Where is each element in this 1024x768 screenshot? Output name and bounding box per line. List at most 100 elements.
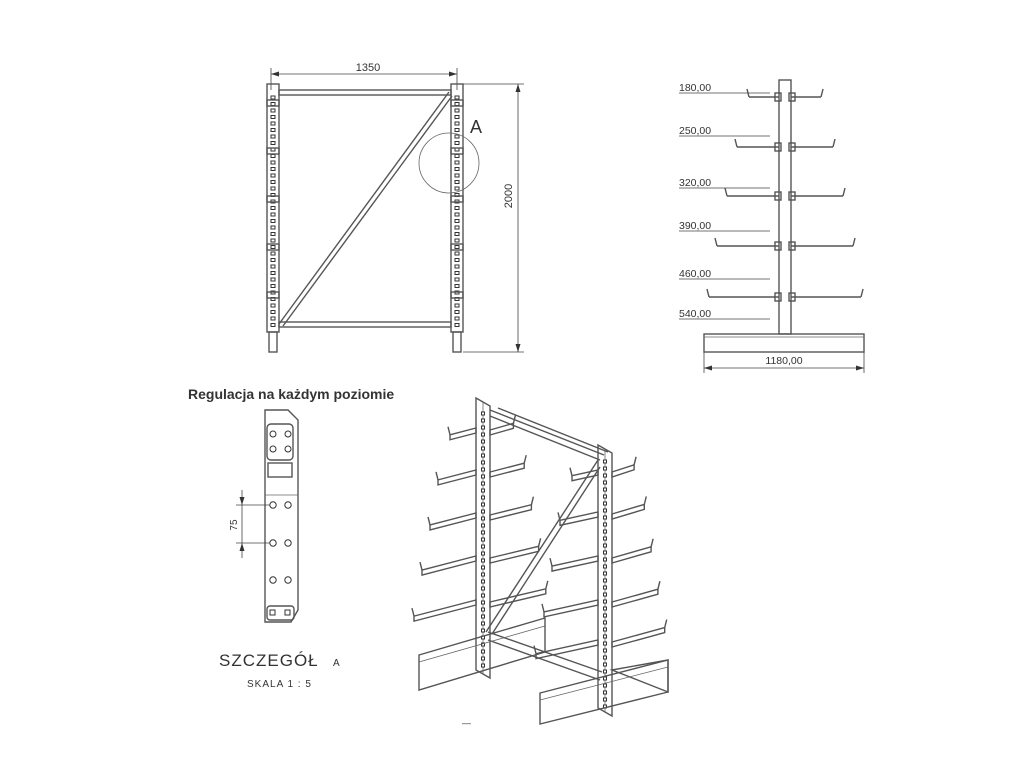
iso-column-hole xyxy=(481,418,485,423)
column-hole xyxy=(270,245,276,249)
iso-column-hole xyxy=(481,614,485,619)
iso-arm-tip xyxy=(419,561,423,571)
iso-arm-left xyxy=(429,512,477,531)
side-arm-left-tip xyxy=(706,288,710,298)
iso-arm-tip xyxy=(633,456,637,465)
iso-arm-tip xyxy=(435,471,439,481)
iso-column-hole xyxy=(481,446,485,451)
iso-column-hole xyxy=(481,432,485,437)
iso-column-hole xyxy=(603,557,607,562)
iso-arm-tip xyxy=(549,557,553,567)
column-hole xyxy=(270,115,276,119)
detail-hole xyxy=(284,501,292,509)
iso-column-hole xyxy=(481,565,485,570)
iso-column-hole xyxy=(481,453,485,458)
column-hole xyxy=(454,167,460,171)
column-hole xyxy=(454,115,460,119)
column-hole xyxy=(270,121,276,126)
iso-column-hole xyxy=(603,494,607,499)
column-hole xyxy=(454,154,460,158)
iso-column-hole xyxy=(481,439,485,444)
iso-arm-left xyxy=(571,469,599,482)
column-hole xyxy=(454,323,460,327)
iso-arm-right xyxy=(611,588,659,608)
detail-title: SZCZEGÓŁ xyxy=(219,651,319,670)
iso-column-hole xyxy=(603,564,607,569)
iso-column-hole xyxy=(481,621,485,626)
detail-hole xyxy=(269,539,277,547)
column-hole xyxy=(270,186,276,191)
iso-arm-tip xyxy=(523,454,527,464)
side-bracket xyxy=(774,191,782,201)
iso-column-hole xyxy=(603,536,607,541)
iso-arm-right xyxy=(611,545,652,564)
iso-arm-right xyxy=(489,503,533,521)
iso-column-hole xyxy=(481,495,485,500)
iso-arm-tip xyxy=(427,516,431,526)
column-hole xyxy=(454,219,460,223)
iso-column-hole xyxy=(481,537,485,542)
iso-column-hole xyxy=(603,585,607,590)
column-hole xyxy=(270,160,276,165)
side-arm-left-tip xyxy=(724,187,728,197)
arm-length-320: 320,00 xyxy=(679,177,711,189)
iso-arm-right xyxy=(611,626,666,648)
column-hole xyxy=(454,128,460,132)
side-bracket xyxy=(788,142,796,152)
iso-column-hole xyxy=(481,628,485,633)
arm-bracket xyxy=(266,99,280,107)
arm-bracket xyxy=(266,195,280,203)
arm-length-250: 250,00 xyxy=(679,125,711,137)
column-hole xyxy=(454,95,460,100)
iso-arm-tip xyxy=(411,607,415,617)
column-hole xyxy=(270,141,276,145)
iso-column-hole xyxy=(603,473,607,478)
column-hole xyxy=(270,251,276,256)
iso-arm-tip xyxy=(650,538,654,547)
iso-column-hole xyxy=(481,663,485,668)
iso-column-hole xyxy=(603,641,607,646)
hole-pitch-dimension: 75 xyxy=(229,519,240,531)
side-arm-left-tip xyxy=(714,237,718,247)
iso-column-hole xyxy=(481,523,485,528)
column-hole xyxy=(454,134,460,139)
iso-column-hole xyxy=(603,522,607,527)
column-hole xyxy=(454,284,460,288)
iso-arm-left xyxy=(551,555,599,572)
iso-arm-right xyxy=(489,422,515,436)
iso-column-hole xyxy=(481,411,485,416)
column-hole xyxy=(454,121,460,126)
side-bracket xyxy=(788,191,796,201)
column-hole xyxy=(270,128,276,132)
iso-column-hole xyxy=(603,655,607,660)
iso-arm-tip xyxy=(569,467,573,476)
iso-column-hole xyxy=(603,501,607,506)
iso-column-hole xyxy=(603,578,607,583)
column-hole xyxy=(270,206,276,210)
iso-arm-left xyxy=(449,427,477,441)
column-hole xyxy=(270,238,276,243)
isometric-view: — xyxy=(411,396,669,728)
column-hole xyxy=(270,277,276,282)
side-bracket xyxy=(774,142,782,152)
iso-column-hole xyxy=(481,502,485,507)
arm-bracket xyxy=(266,291,280,299)
column-hole xyxy=(270,173,276,178)
front-view: 1350 A 2000 xyxy=(266,62,524,353)
column-hole xyxy=(454,108,460,113)
column-hole xyxy=(270,310,276,314)
iso-column-hole xyxy=(603,627,607,632)
iso-arm-tip xyxy=(657,581,661,590)
side-arm-right-tip xyxy=(832,138,836,148)
iso-column-hole xyxy=(603,459,607,464)
column-hole xyxy=(270,180,276,184)
column-hole xyxy=(270,219,276,223)
iso-column-hole xyxy=(481,558,485,563)
iso-column-hole xyxy=(603,487,607,492)
iso-arm-left xyxy=(421,555,477,576)
iso-arm-tip xyxy=(530,496,535,505)
column-hole xyxy=(454,316,460,321)
detail-scale: SKALA 1 : 5 xyxy=(247,679,312,690)
iso-column-hole xyxy=(481,467,485,472)
column-hole xyxy=(270,323,276,327)
